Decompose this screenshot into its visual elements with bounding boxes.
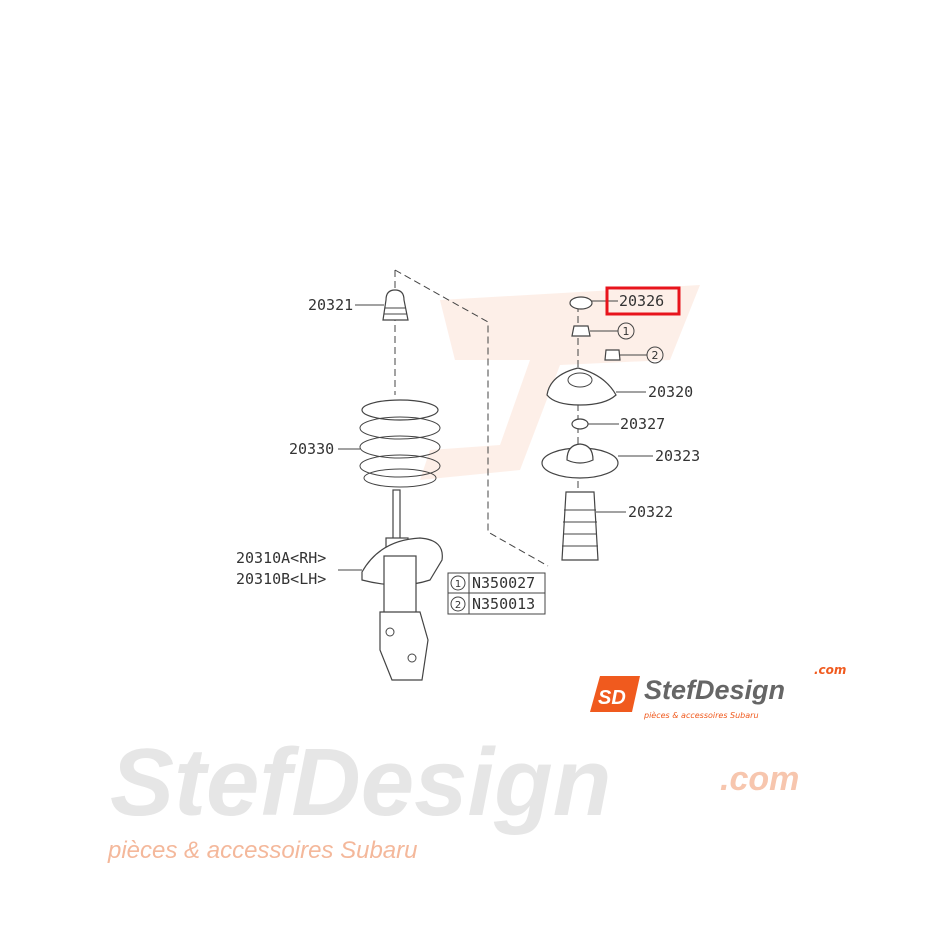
watermark-domain: .com <box>720 760 799 798</box>
callout-1: 1 <box>623 325 630 338</box>
strut: 20310A<RH> 20310B<LH> <box>236 489 443 681</box>
watermark-logo-mark <box>420 285 700 480</box>
callout-legend: 1 2 N350027 N350013 <box>447 572 546 615</box>
logo-domain: .com <box>814 663 846 677</box>
label-20327: 20327 <box>620 415 665 433</box>
label-20322: 20322 <box>628 503 673 521</box>
logo-mark <box>590 676 640 712</box>
watermark-text: StefDesign .com pièces & accessoires Sub… <box>107 729 799 864</box>
nut-1: 1 <box>571 322 635 340</box>
label-20321: 20321 <box>308 296 353 314</box>
callout-2: 2 <box>652 349 659 362</box>
legend-num-1: 1 <box>455 579 461 590</box>
legend-num-2: 2 <box>455 600 461 611</box>
highlight-box <box>605 286 681 316</box>
label-20330: 20330 <box>289 440 334 458</box>
nut-2: 2 <box>604 346 664 364</box>
coil-spring: 20330 <box>289 399 441 488</box>
spring-seat: 20323 <box>541 443 700 479</box>
label-20310a-rh: 20310A<RH> <box>236 549 326 567</box>
watermark-brand: StefDesign <box>110 729 611 836</box>
label-20323: 20323 <box>655 447 700 465</box>
logo-mark-text: SD <box>598 687 626 709</box>
washer: 20327 <box>571 415 665 433</box>
label-20320: 20320 <box>648 383 693 401</box>
label-20326: 20326 <box>619 292 664 310</box>
logo-brand: StefDesign <box>644 675 785 705</box>
dust-boot: 20322 <box>561 491 673 561</box>
legend-part-1: N350027 <box>472 574 535 592</box>
watermark-tagline: pièces & accessoires Subaru <box>107 837 418 864</box>
stefdesign-logo: SD StefDesign .com pièces & accessoires … <box>590 663 846 720</box>
legend-part-2: N350013 <box>472 595 535 613</box>
label-20310b-lh: 20310B<LH> <box>236 570 326 588</box>
cap-20326: 20326 <box>569 286 681 316</box>
watermark <box>420 285 700 480</box>
strut-mount: 20320 <box>546 367 693 406</box>
logo-tagline: pièces & accessoires Subaru <box>643 710 759 720</box>
bump-stop: 20321 <box>308 289 409 321</box>
